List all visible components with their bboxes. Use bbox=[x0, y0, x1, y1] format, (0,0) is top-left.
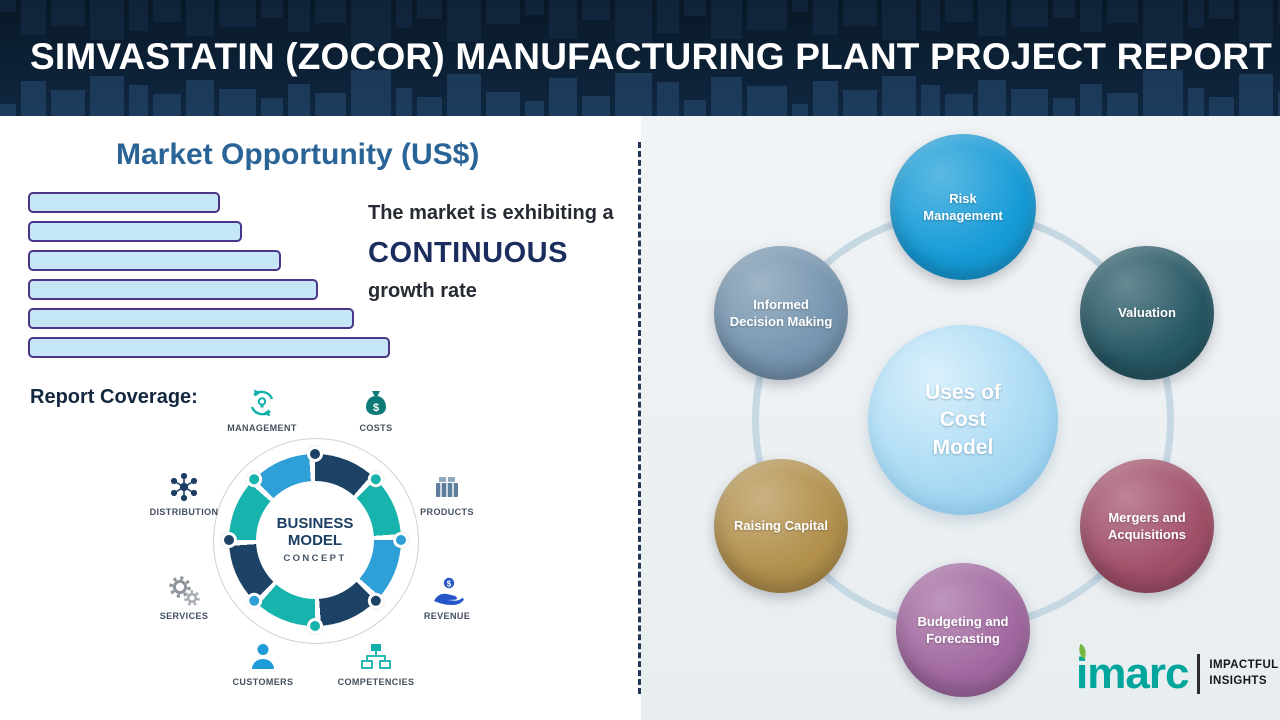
gears-icon bbox=[169, 576, 200, 606]
growth-line-2: growth rate bbox=[368, 280, 477, 302]
bar bbox=[28, 250, 282, 271]
svg-text:$: $ bbox=[447, 580, 452, 589]
node-informed-decision-making: Informed Decision Making bbox=[714, 246, 848, 380]
node-label: Informed Decision Making bbox=[729, 296, 833, 329]
hand-coin-icon: $ bbox=[434, 577, 464, 605]
business-model-center-line1: BUSINESS bbox=[276, 515, 354, 533]
imarc-wordmark: imarc bbox=[1076, 643, 1189, 696]
node-risk-management: Risk Management bbox=[890, 134, 1036, 280]
person-icon bbox=[252, 644, 274, 669]
report-coverage-label: Report Coverage: bbox=[30, 386, 198, 408]
cost-model-center-circle: Uses of Cost Model bbox=[868, 325, 1058, 515]
crate-icon bbox=[436, 477, 458, 497]
network-icon bbox=[170, 472, 198, 502]
business-model-item-management: MANAGEMENT bbox=[212, 386, 312, 433]
ring-node-dot bbox=[393, 532, 409, 548]
business-model-center: BUSINESS MODEL CONCEPT bbox=[256, 481, 374, 599]
node-label: Risk Management bbox=[923, 190, 1003, 223]
ring-node-dot bbox=[221, 532, 237, 548]
business-model-item-products: PRODUCTS bbox=[397, 470, 497, 517]
imarc-tagline: IMPACTFUL INSIGHTS bbox=[1209, 658, 1278, 689]
node-label: Budgeting and Forecasting bbox=[917, 613, 1009, 646]
business-model-item-distribution: DISTRIBUTION bbox=[134, 470, 234, 517]
business-model-item-competencies: COMPETENCIES bbox=[326, 640, 426, 687]
growth-emphasis: CONTINUOUS bbox=[368, 237, 568, 269]
bar bbox=[28, 221, 242, 242]
imarc-logo: imarc IMPACTFUL INSIGHTS bbox=[1076, 643, 1279, 696]
market-opportunity-bar-chart bbox=[28, 192, 390, 366]
node-label: Mergers and Acquisitions bbox=[1107, 509, 1186, 542]
business-model-center-line2: MODEL bbox=[287, 532, 343, 549]
ring-node-dot bbox=[307, 618, 323, 634]
vertical-dashed-divider bbox=[638, 142, 641, 694]
business-model-item-costs: $ COSTS bbox=[326, 386, 426, 433]
node-label: Valuation bbox=[1118, 305, 1176, 321]
node-raising-capital: Raising Capital bbox=[714, 459, 848, 593]
money-bag-icon: $ bbox=[366, 391, 386, 415]
business-model-item-label: REVENUE bbox=[423, 611, 471, 621]
business-model-item-label: COMPETENCIES bbox=[337, 677, 415, 687]
business-model-item-label: COSTS bbox=[359, 423, 393, 433]
tagline-line1: IMPACTFUL bbox=[1209, 659, 1279, 672]
management-cycle-icon bbox=[250, 389, 274, 417]
header-banner: SIMVASTATIN (ZOCOR) MANUFACTURING PLANT … bbox=[0, 0, 1280, 116]
tagline-line2: INSIGHTS bbox=[1209, 675, 1267, 687]
business-model-outer-circle bbox=[213, 438, 419, 644]
bar bbox=[28, 308, 354, 329]
business-model-item-label: PRODUCTS bbox=[420, 507, 474, 517]
org-chart-icon bbox=[361, 644, 391, 669]
business-model-item-revenue: $ REVENUE bbox=[397, 574, 497, 621]
bar bbox=[28, 279, 318, 300]
business-model-item-customers: CUSTOMERS bbox=[213, 640, 313, 687]
node-label: Raising Capital bbox=[734, 518, 828, 534]
business-model-item-label: CUSTOMERS bbox=[232, 677, 294, 687]
logo-divider bbox=[1197, 654, 1201, 694]
ring-node-dot bbox=[307, 446, 323, 462]
page-title: SIMVASTATIN (ZOCOR) MANUFACTURING PLANT … bbox=[30, 36, 1273, 77]
bar bbox=[28, 337, 390, 358]
business-model-item-label: DISTRIBUTION bbox=[149, 507, 219, 517]
svg-text:$: $ bbox=[373, 402, 379, 414]
bar bbox=[28, 192, 220, 213]
cost-model-center-label: Uses of Cost Model bbox=[925, 381, 1001, 459]
business-model-item-services: SERVICES bbox=[134, 574, 234, 621]
node-budgeting-forecasting: Budgeting and Forecasting bbox=[896, 563, 1030, 697]
business-model-item-label: SERVICES bbox=[159, 611, 209, 621]
market-opportunity-title: Market Opportunity (US$) bbox=[116, 138, 480, 171]
growth-statement: The market is exhibiting a CONTINUOUS gr… bbox=[368, 202, 636, 303]
node-valuation: Valuation bbox=[1080, 246, 1214, 380]
node-mergers-acquisitions: Mergers and Acquisitions bbox=[1080, 459, 1214, 593]
business-model-center-line3: CONCEPT bbox=[283, 552, 347, 564]
business-model-item-label: MANAGEMENT bbox=[227, 423, 297, 433]
growth-line-1: The market is exhibiting a bbox=[368, 202, 614, 224]
business-model-ring: BUSINESS MODEL CONCEPT bbox=[221, 446, 409, 634]
